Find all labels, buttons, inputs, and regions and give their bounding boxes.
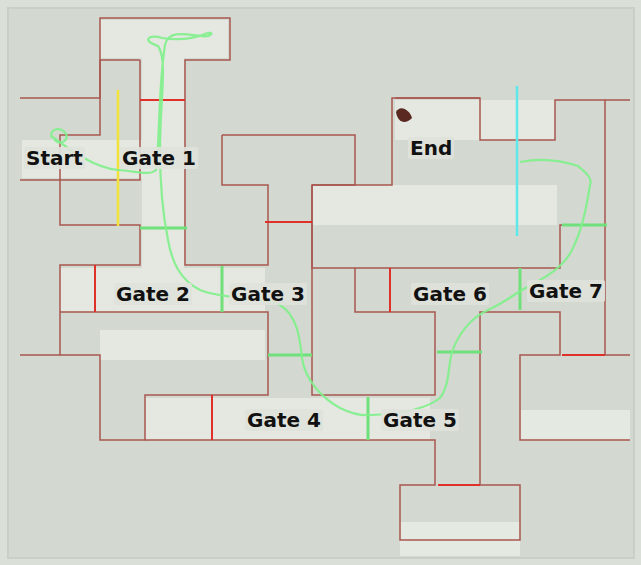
mouse-trajectory	[51, 33, 590, 415]
wall	[395, 97, 480, 99]
end-marker	[396, 108, 412, 122]
gate-label: Gate 2	[114, 283, 192, 305]
open-gates	[140, 225, 607, 440]
end-label: End	[408, 137, 454, 159]
wall	[222, 135, 355, 222]
gate-line	[519, 268, 522, 310]
gate-line	[211, 395, 213, 440]
gate-label: Gate 5	[381, 409, 459, 431]
gate-label: Gate 7	[527, 280, 605, 302]
wall	[605, 100, 630, 355]
wall	[20, 180, 140, 355]
end-line	[516, 86, 519, 236]
gate-label: Gate 4	[245, 409, 323, 431]
wall	[60, 312, 268, 440]
gate-label: Gate 1	[120, 147, 198, 169]
gate-line	[367, 397, 370, 440]
corridor-band	[520, 410, 630, 440]
corridor-band	[312, 185, 557, 225]
wall	[268, 222, 435, 395]
gate-line	[562, 224, 607, 227]
corridor-band	[100, 330, 265, 360]
gate-line	[562, 354, 605, 356]
gate-line	[221, 266, 224, 312]
maze-floor	[8, 8, 634, 558]
gate-label: Gate 3	[229, 283, 307, 305]
gate-line	[389, 268, 391, 312]
closed-gates	[95, 100, 605, 485]
maze-walls	[20, 18, 630, 540]
wall	[145, 312, 630, 540]
start-label: Start	[24, 147, 85, 169]
corridor-bands	[22, 20, 630, 556]
corridor-band	[400, 522, 520, 556]
gate-line	[94, 265, 96, 312]
gate-line	[438, 484, 480, 486]
corridor-band	[395, 100, 555, 140]
gate-label: Gate 6	[411, 283, 489, 305]
gate-line	[437, 351, 482, 354]
gate-line	[140, 227, 187, 230]
gate-line	[268, 354, 312, 357]
start-line	[117, 90, 120, 226]
wall	[312, 98, 605, 268]
gate-line	[265, 221, 312, 223]
